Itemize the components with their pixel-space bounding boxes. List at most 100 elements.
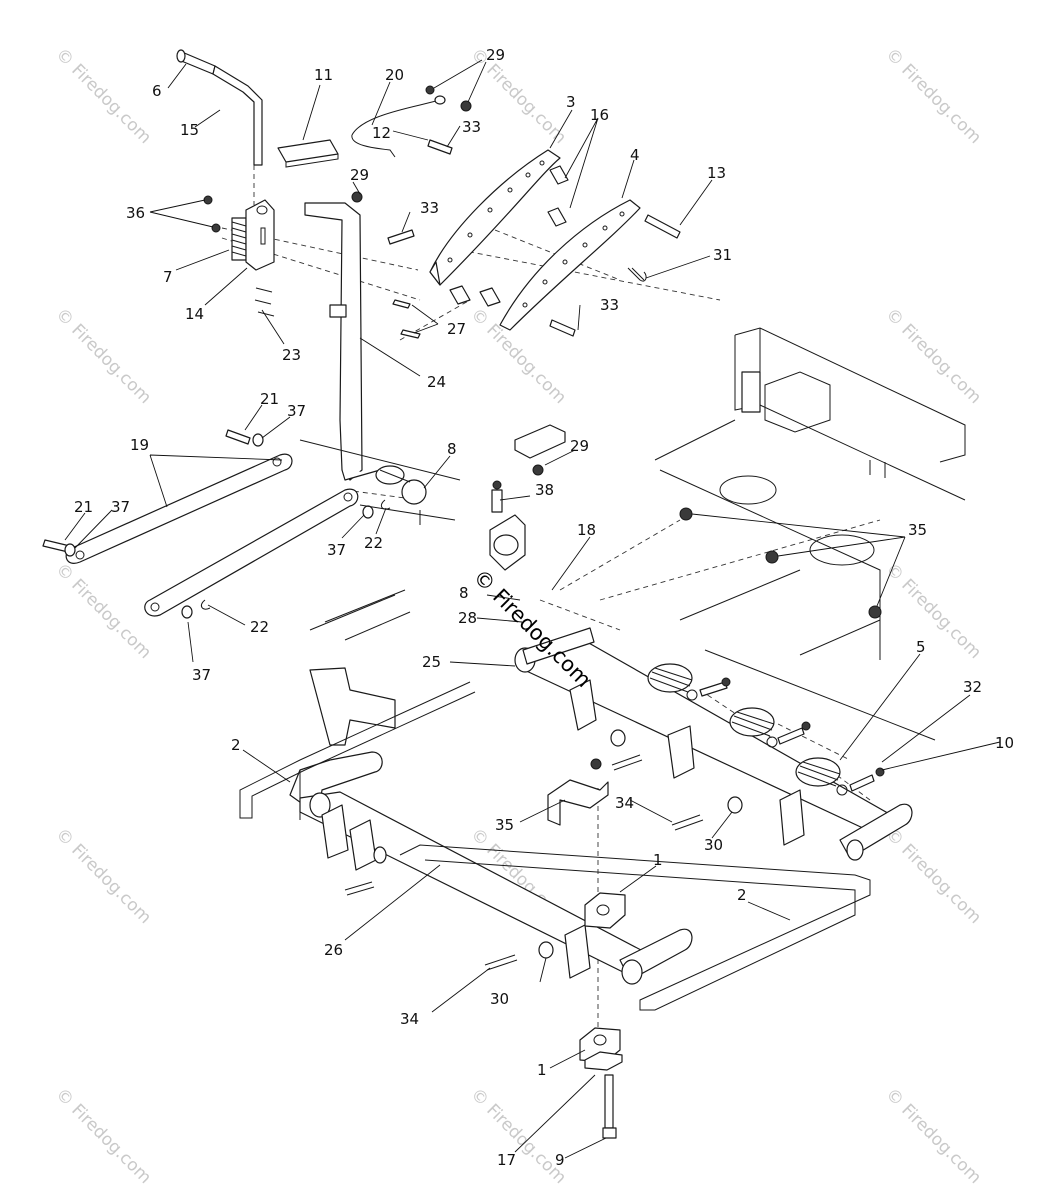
callout-33-top: 33 xyxy=(462,118,481,136)
callout-6: 6 xyxy=(152,82,162,100)
callout-22-lower: 22 xyxy=(250,618,269,636)
callout-36: 36 xyxy=(126,204,145,222)
bolts xyxy=(42,139,681,553)
callout-37-left: 37 xyxy=(111,498,130,516)
callout-13: 13 xyxy=(707,164,726,182)
bushing-8 xyxy=(375,465,427,505)
callout-16: 16 xyxy=(590,106,609,124)
callout-21-lower: 21 xyxy=(74,498,93,516)
watermark-mid-left: © Firedog.com xyxy=(51,304,155,408)
cotters-34 xyxy=(344,754,704,971)
watermark-foot-center: © Firedog.com xyxy=(466,1084,570,1188)
pins-23 xyxy=(254,287,275,317)
callout-25: 25 xyxy=(422,653,441,671)
callout-19: 19 xyxy=(130,436,149,454)
nuts-35 xyxy=(679,507,882,619)
callout-35-right: 35 xyxy=(908,521,927,539)
callout-8-upper: 8 xyxy=(447,440,457,458)
handle-assembly xyxy=(176,49,263,166)
callout-1-lower: 1 xyxy=(537,1061,547,1079)
callout-37-upper: 37 xyxy=(287,402,306,420)
bar-25 xyxy=(514,627,913,861)
callout-5: 5 xyxy=(916,638,926,656)
callout-14: 14 xyxy=(185,305,204,323)
callout-22-mid: 22 xyxy=(364,534,383,552)
callout-8-lower: 8 xyxy=(459,584,469,602)
washers-30 xyxy=(538,729,743,959)
callout-30-right: 30 xyxy=(704,836,723,854)
clips-22 xyxy=(200,499,391,610)
callout-37-mid: 37 xyxy=(327,541,346,559)
callout-37-lower: 37 xyxy=(192,666,211,684)
callout-18: 18 xyxy=(577,521,596,539)
callout-17: 17 xyxy=(497,1151,516,1169)
callout-33-mid: 33 xyxy=(420,199,439,217)
small-bracket-29 xyxy=(514,424,566,459)
rod-2-upper xyxy=(239,681,476,819)
watermark-bottom-right: © Firedog.com xyxy=(881,824,985,928)
watermark-low-left: © Firedog.com xyxy=(51,559,155,663)
spring-c xyxy=(795,757,885,796)
callout-20: 20 xyxy=(385,66,404,84)
callout-2-upper: 2 xyxy=(231,736,241,754)
watermark-top-right: © Firedog.com xyxy=(881,44,985,148)
clamp-1-upper xyxy=(584,892,626,929)
callout-10: 10 xyxy=(995,734,1014,752)
hitch-pin xyxy=(351,95,446,158)
watermark-top-left: © Firedog.com xyxy=(51,44,155,148)
callout-31: 31 xyxy=(713,246,732,264)
spacers-16 xyxy=(449,165,569,307)
spring-7 xyxy=(231,217,247,261)
leader-lines xyxy=(64,59,1001,1159)
watermark-low-right: © Firedog.com xyxy=(881,559,985,663)
clamp-1-lower xyxy=(579,1027,623,1071)
pad-part xyxy=(277,139,339,168)
chassis-frame xyxy=(654,327,966,741)
watermark-bottom-left: © Firedog.com xyxy=(51,824,155,928)
plate-holes xyxy=(447,160,625,308)
callout-24: 24 xyxy=(427,373,446,391)
callout-1-upper: 1 xyxy=(653,851,663,869)
callout-27: 27 xyxy=(447,320,466,338)
callout-33-low: 33 xyxy=(600,296,619,314)
plate-3 xyxy=(429,149,561,286)
callout-4: 4 xyxy=(630,146,640,164)
callout-29-right: 29 xyxy=(570,437,589,455)
watermark-top-center: © Firedog.com xyxy=(466,44,570,148)
callout-12: 12 xyxy=(372,124,391,142)
watermark-foot-left: © Firedog.com xyxy=(51,1084,155,1188)
callout-7: 7 xyxy=(163,268,173,286)
spring-b xyxy=(729,707,811,748)
bolt-9 xyxy=(602,1074,617,1139)
spring-a xyxy=(647,663,731,701)
bracket-14 xyxy=(245,199,275,271)
callout-labels: 6 15 11 20 29 3 16 12 33 4 13 36 29 33 7… xyxy=(74,46,1014,1169)
callout-11: 11 xyxy=(314,66,333,84)
floor-lines xyxy=(299,439,461,641)
center-bracket xyxy=(547,758,609,826)
springs-5 xyxy=(647,663,885,796)
callout-15: 15 xyxy=(180,121,199,139)
callout-38: 38 xyxy=(535,481,554,499)
callout-29-top: 29 xyxy=(486,46,505,64)
callout-34-right: 34 xyxy=(615,794,634,812)
nuts-top xyxy=(203,85,544,476)
pivot-38 xyxy=(489,480,526,571)
callout-29-mid: 29 xyxy=(350,166,369,184)
callout-35-center: 35 xyxy=(495,816,514,834)
callout-2-lower: 2 xyxy=(737,886,747,904)
callout-26: 26 xyxy=(324,941,343,959)
callout-32: 32 xyxy=(963,678,982,696)
cotter-31 xyxy=(627,267,647,282)
callout-3: 3 xyxy=(566,93,576,111)
callout-21-upper: 21 xyxy=(260,390,279,408)
callout-23: 23 xyxy=(282,346,301,364)
rod-2-lower xyxy=(399,844,871,1011)
link-19-lower xyxy=(144,488,359,617)
callout-30-left: 30 xyxy=(490,990,509,1008)
lever-arm-24 xyxy=(304,202,396,481)
callout-9: 9 xyxy=(555,1151,565,1169)
washers-37 xyxy=(64,433,374,619)
watermark-foot-right: © Firedog.com xyxy=(881,1084,985,1188)
